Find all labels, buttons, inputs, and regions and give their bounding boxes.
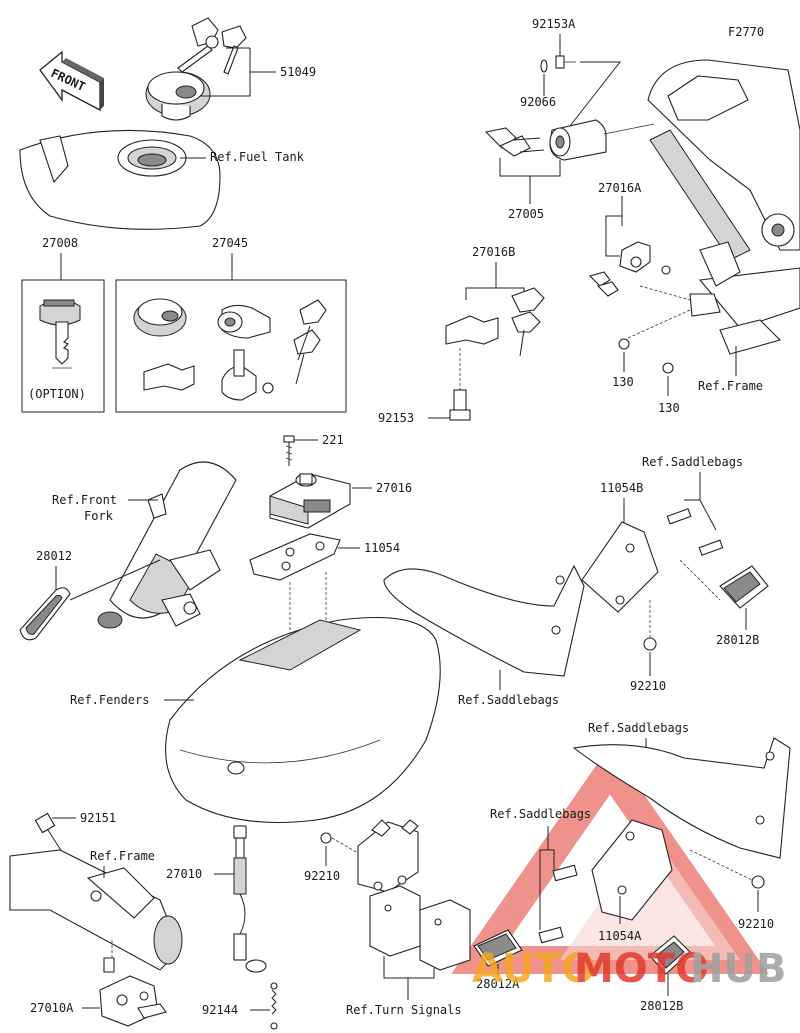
bolts-saddlebag-icon <box>666 508 724 556</box>
ref-saddlebags-1: Ref.Saddlebags <box>642 455 743 469</box>
reflector-28012A-icon <box>473 929 523 967</box>
switch-27010A-icon <box>99 957 167 1027</box>
nut-130a-icon <box>618 338 630 350</box>
ref-saddlebags-3: Ref.Saddlebags <box>588 721 689 735</box>
screw-221-icon <box>283 435 295 466</box>
label-11054B: 11054B <box>600 481 643 495</box>
label-92153: 92153 <box>378 411 414 425</box>
ref-fenders: Ref.Fenders <box>70 693 149 707</box>
label-130a: 130 <box>612 375 634 389</box>
ref-turn-signals: Ref.Turn Signals <box>346 1003 462 1017</box>
nut-92210a-icon <box>643 637 657 651</box>
bolt-92153-icon <box>449 389 471 421</box>
bracket-11054A-icon <box>591 819 673 921</box>
label-92144: 92144 <box>202 1003 238 1017</box>
label-11054A: 11054A <box>598 929 642 943</box>
fuel-tank-icon <box>19 129 221 230</box>
label-27016: 27016 <box>376 481 412 495</box>
reflector-28012B-bottom-icon <box>649 935 691 975</box>
switch-27010-icon <box>233 825 267 973</box>
ignition-switch-icon <box>549 119 655 161</box>
label-28012B-bottom: 28012B <box>640 999 683 1013</box>
spring-92144-icon <box>270 982 278 1030</box>
bracket-11054-icon <box>249 533 341 581</box>
bolts-saddlebag-bottom-icon <box>538 864 578 944</box>
label-92153A: 92153A <box>532 17 576 31</box>
ref-fuel-tank: Ref.Fuel Tank <box>210 150 305 164</box>
ref-saddlebags-4: Ref.Saddlebags <box>490 807 591 821</box>
label-92210-a: 92210 <box>630 679 666 693</box>
label-92210-c: 92210 <box>738 917 774 931</box>
front-fork-icon <box>97 461 237 629</box>
frame-bottom-icon <box>9 849 183 971</box>
label-130b: 130 <box>658 401 680 415</box>
label-92151: 92151 <box>80 811 116 825</box>
reflector-28012-icon <box>19 587 71 641</box>
figure-code: F2770 <box>728 25 764 39</box>
label-27045: 27045 <box>212 236 248 250</box>
reflector-28012B-top-icon <box>719 565 769 609</box>
ref-front-fork-1: Ref.Front <box>52 493 117 507</box>
label-27010: 27010 <box>166 867 202 881</box>
ref-frame-bottom: Ref.Frame <box>90 849 155 863</box>
watermark-text: AUTO MOTO HUB <box>472 946 786 992</box>
label-28012A: 28012A <box>476 977 520 991</box>
screw-92153A-icon <box>555 55 576 69</box>
ignition-keys-icon <box>484 127 545 157</box>
lock-27016-icon <box>269 473 351 529</box>
label-221: 221 <box>322 433 344 447</box>
label-27005: 27005 <box>508 207 544 221</box>
fender-icon <box>165 616 441 824</box>
label-27016B: 27016B <box>472 245 515 259</box>
label-28012B-top: 28012B <box>716 633 759 647</box>
label-27010A: 27010A <box>30 1001 74 1015</box>
saddlebag-bracket-icon <box>383 564 585 677</box>
fuel-cap-icon <box>145 71 211 121</box>
watermark-part2: MOTO <box>574 946 709 992</box>
option-key-icon <box>39 299 81 369</box>
lock-set-box <box>115 279 347 413</box>
frame-icon <box>647 59 800 355</box>
option-key-box <box>21 279 105 413</box>
lock-set-icon <box>133 298 327 401</box>
ref-saddlebags-2: Ref.Saddlebags <box>458 693 559 707</box>
label-27008: 27008 <box>42 236 78 250</box>
label-11054: 11054 <box>364 541 400 555</box>
watermark-part1: AUTO <box>472 946 596 992</box>
nut-130b-icon <box>662 362 674 374</box>
watermark-part3: HUB <box>690 946 786 992</box>
label-92066: 92066 <box>520 95 556 109</box>
saddlebag-mount-icon <box>572 737 791 859</box>
option-note: (OPTION) <box>28 387 86 401</box>
turn-signal-brackets-icon <box>369 885 471 971</box>
fuel-cap-keys-icon <box>177 17 247 75</box>
license-bracket-icon <box>357 819 419 893</box>
bracket-11054B-icon <box>581 521 659 613</box>
label-92210-b: 92210 <box>304 869 340 883</box>
lock-27016A-icon <box>588 241 671 297</box>
washer-92066-icon <box>540 59 548 73</box>
ref-frame-top: Ref.Frame <box>698 379 763 393</box>
ref-front-fork-2: Fork <box>84 509 114 523</box>
nut-92210c-icon <box>751 875 765 889</box>
label-27016A: 27016A <box>598 181 642 195</box>
front-arrow-icon: FRONT <box>39 50 104 112</box>
label-28012: 28012 <box>36 549 72 563</box>
nut-92210b-icon <box>320 832 332 844</box>
lock-27016B-icon <box>445 287 545 357</box>
label-51049: 51049 <box>280 65 316 79</box>
